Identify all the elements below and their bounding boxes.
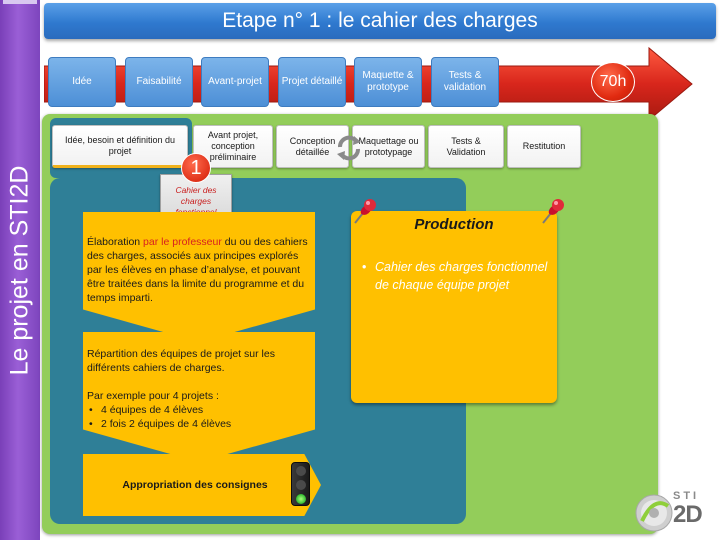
phase-idee-besoin: Idée, besoin et définition du projet (52, 125, 188, 168)
process-step-maquette: Maquette & prototype (354, 57, 422, 107)
process-step-label: Faisabilité (136, 76, 182, 87)
process-step-idee: Idée (48, 57, 116, 107)
list-item: 2 fois 2 équipes de 4 élèves (87, 417, 305, 431)
logo-text-top: STI (673, 490, 700, 502)
traffic-light-amber (296, 480, 306, 490)
phase-label: Tests & Validation (446, 135, 486, 157)
hours-label: 70h (599, 73, 627, 90)
side-title: Le projet en STI2D (5, 165, 34, 375)
hours-badge: 70h (591, 62, 635, 102)
phase-label: Maquettage ou prototypage (358, 135, 419, 157)
appropriation-text: Appropriation des consignes (122, 479, 268, 491)
cycle-arrows-icon (337, 135, 361, 161)
process-step-label: Projet détaillé (281, 76, 343, 87)
phase-label: Restitution (522, 141, 566, 151)
production-card (351, 211, 557, 403)
phase-label: Avant projet, conception préliminaire (207, 130, 259, 162)
production-title: Production (414, 216, 494, 233)
process-step-label: Avant-projet (208, 76, 262, 87)
phase-label: Conception détaillée (289, 135, 336, 157)
process-step-projet-detaille: Projet détaillé (278, 57, 346, 107)
process-step-avant-projet: Avant-projet (201, 57, 269, 107)
logo-text-main: 2D (673, 501, 703, 528)
slide-title: Etape n° 1 : le cahier des charges (222, 9, 538, 32)
elaboration-prefix: Élaboration (87, 236, 144, 248)
repartition-paragraph: Répartition des équipes de projet sur le… (87, 348, 275, 374)
side-band-accent (3, 0, 37, 4)
traffic-light-green (296, 494, 306, 504)
phase-tests-validation: Tests & Validation (428, 125, 504, 168)
chevron-appropriation (83, 454, 321, 516)
phase-restitution: Restitution (507, 125, 581, 168)
step-number-badge: 1 (181, 153, 211, 183)
phase-maquettage: Maquettage ou prototypage (352, 125, 425, 168)
production-list: Cahier des charges fonctionnel de chaque… (362, 258, 548, 294)
phase-label: Idée, besoin et définition du projet (64, 134, 176, 156)
side-band (0, 0, 40, 540)
elaboration-highlight: par le professeur (143, 236, 222, 248)
spacer (87, 375, 305, 389)
repartition-text: Répartition des équipes de projet sur le… (87, 347, 305, 431)
elaboration-suffix: du ou des cahiers des charges, associés … (87, 236, 308, 304)
process-step-label: Idée (72, 76, 92, 87)
process-step-tests: Tests & validation (431, 57, 499, 107)
repartition-example-intro: Par exemple pour 4 projets : (87, 390, 219, 402)
list-item: 4 équipes de 4 élèves (87, 403, 305, 417)
phase-avant-projet: Avant projet, conception préliminaire (193, 125, 273, 168)
traffic-light-red (296, 466, 306, 476)
pushpin-icon (542, 199, 564, 224)
side-title-container: Le projet en STI2D (0, 0, 40, 540)
slide-title-bar: Etape n° 1 : le cahier des charges (44, 3, 716, 39)
phase-conception-detaillee: Conception détaillée (276, 125, 349, 168)
step-number: 1 (190, 156, 202, 179)
process-step-label: Tests & validation (443, 70, 487, 93)
process-step-faisabilite: Faisabilité (125, 57, 193, 107)
repartition-example-list: 4 équipes de 4 élèves 2 fois 2 équipes d… (87, 403, 305, 431)
sti2d-logo-icon (635, 494, 673, 532)
list-item: Cahier des charges fonctionnel de chaque… (362, 258, 548, 294)
process-step-label: Maquette & prototype (362, 70, 414, 93)
pushpin-icon (354, 199, 376, 224)
elaboration-text: Élaboration par le professeur du ou des … (87, 235, 315, 305)
traffic-light-icon (291, 462, 310, 506)
